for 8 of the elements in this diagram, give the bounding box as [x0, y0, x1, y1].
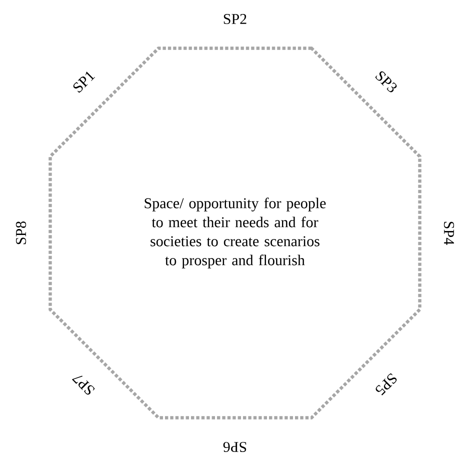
side-label: SP3 — [375, 71, 397, 92]
side-label: SP8 — [16, 221, 26, 244]
side-label: SP4 — [444, 222, 454, 245]
side-label: SP1 — [73, 72, 96, 93]
side-label: SP2 — [224, 14, 246, 24]
side-label: SP6 — [223, 442, 246, 452]
side-label: SP5 — [376, 373, 397, 396]
side-label: SP7 — [72, 376, 95, 395]
